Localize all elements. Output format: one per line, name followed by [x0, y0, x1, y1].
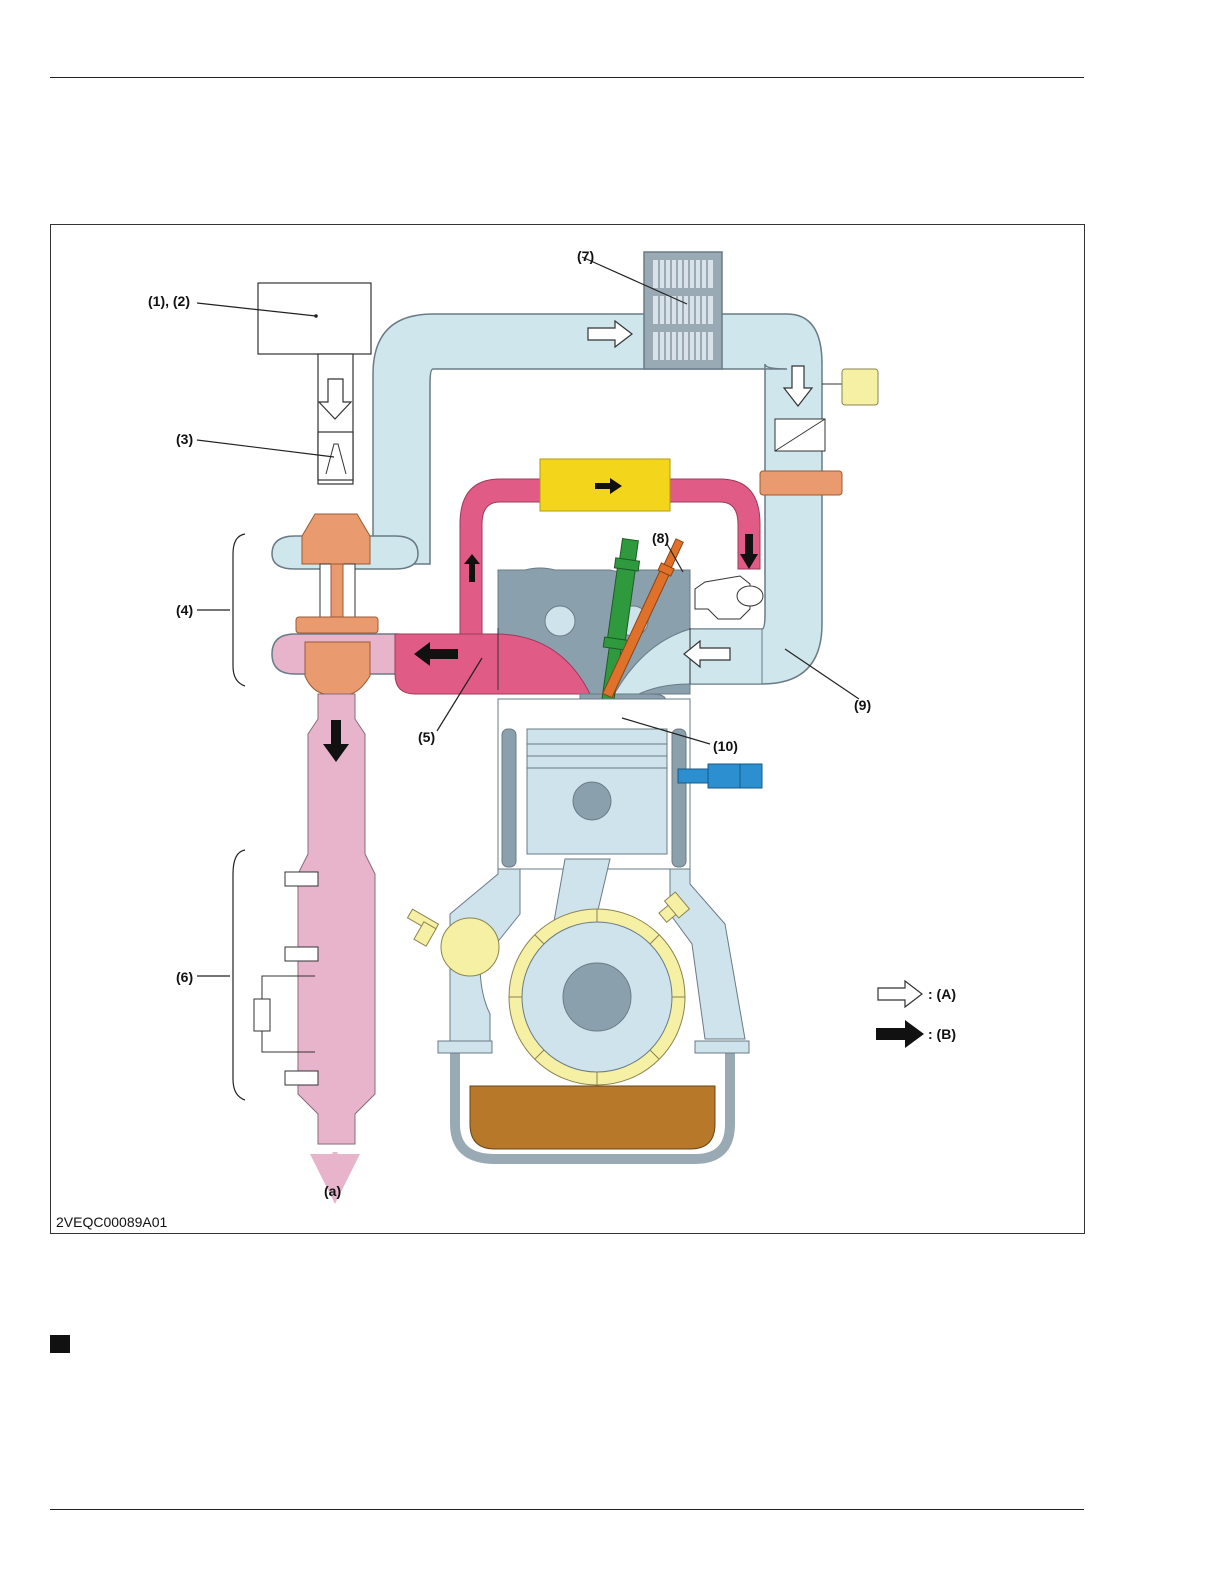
callout-8: (8) [652, 530, 669, 546]
callout-outlet-a: (a) [324, 1183, 341, 1199]
air-cleaner [258, 283, 371, 354]
legend-label-b: : (B) [928, 1026, 956, 1042]
callout-7: (7) [577, 248, 594, 264]
header-rule [50, 77, 1084, 78]
intercooler [644, 252, 722, 369]
crankshaft [509, 909, 685, 1085]
callout-9: (9) [854, 697, 871, 713]
footer-rule [50, 1509, 1084, 1510]
intake-pipe-clamp [760, 471, 842, 495]
legend-label-a: : (A) [928, 986, 956, 1002]
piston [527, 729, 667, 854]
callout-3: (3) [176, 431, 193, 447]
callout-1-2: (1), (2) [148, 293, 190, 309]
callout-5: (5) [418, 729, 435, 745]
section-bullet [50, 1335, 70, 1353]
intake-throttle [775, 419, 825, 451]
egr-system-diagram: (1), (2) (3) (4) (5) (6) (7) (8) (9) (10… [50, 224, 1085, 1234]
callout-6: (6) [176, 969, 193, 985]
callout-10: (10) [713, 738, 738, 754]
callout-4: (4) [176, 602, 193, 618]
figure-id: 2VEQC00089A01 [56, 1214, 168, 1230]
